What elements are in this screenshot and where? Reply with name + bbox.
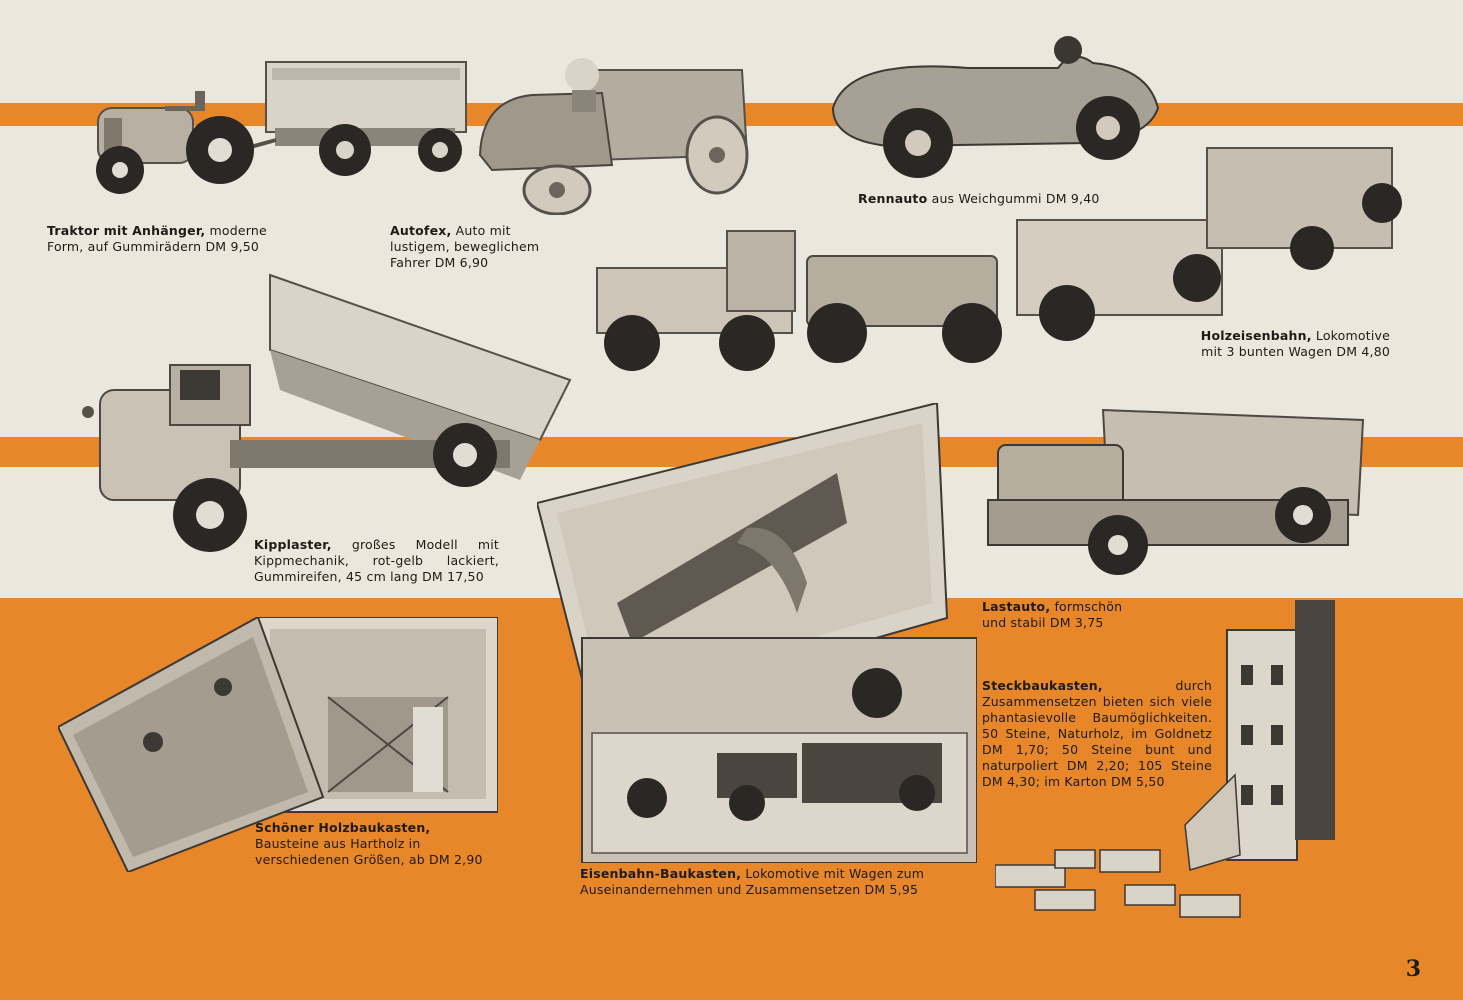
caption-eisenbahnbaukasten-text: Lokomotive mit Wagen zum Auseinandernehm… xyxy=(580,866,925,897)
wooden-train-photo xyxy=(592,128,1412,378)
caption-rennauto-name: Rennauto xyxy=(858,191,928,206)
caption-autofex-name: Autofex, xyxy=(390,223,452,238)
wooden-block-set-photo xyxy=(58,617,498,872)
caption-steckbaukasten-name: Steckbaukasten, xyxy=(982,678,1103,693)
page-number: 3 xyxy=(1405,956,1421,982)
caption-traktor-name: Traktor mit Anhänger, xyxy=(47,223,206,238)
caption-eisenbahnbaukasten-name: Eisenbahn-Baukasten, xyxy=(580,866,742,881)
caption-autofex-text: Auto mit lustigem, beweglichem Fahrer DM… xyxy=(390,223,540,270)
caption-holzbaukasten-text: Bausteine aus Hartholz in verschiedenen … xyxy=(255,836,483,867)
racing-car-photo xyxy=(828,28,1163,188)
caption-holzbaukasten-name: Schöner Holzbaukasten, xyxy=(255,820,431,835)
caption-traktor: Traktor mit Anhänger, moderne Form, auf … xyxy=(47,223,297,255)
dump-truck-photo xyxy=(80,270,575,555)
caption-kipplaster-text: großes Modell mit Kippmechanik, rot-gelb… xyxy=(254,537,499,584)
caption-autofex: Autofex, Auto mit lustigem, beweglichem … xyxy=(390,223,570,271)
caption-lastauto: Lastauto, formschön und stabil DM 3,75 xyxy=(982,599,1142,631)
autofex-car-photo xyxy=(472,45,757,215)
caption-steckbaukasten: Steckbaukasten, durch Zusammensetzen bie… xyxy=(982,678,1212,790)
tractor-with-trailer-photo xyxy=(80,58,480,208)
caption-holzbaukasten: Schöner Holzbaukasten, Bausteine aus Har… xyxy=(255,820,485,868)
caption-holzeisenbahn-text: Lokomotive mit 3 bunten Wagen DM 4,80 xyxy=(1201,328,1390,359)
caption-steckbaukasten-text: durch Zusammensetzen bieten sich viele p… xyxy=(982,678,1212,789)
caption-holzeisenbahn: Holzeisenbahn, Lokomotive mit 3 bunten W… xyxy=(1180,328,1390,360)
caption-kipplaster-name: Kipplaster, xyxy=(254,537,332,552)
caption-eisenbahnbaukasten: Eisenbahn-Baukasten, Lokomotive mit Wage… xyxy=(580,866,950,898)
stacking-blocks-tower-photo xyxy=(995,595,1355,930)
caption-rennauto-text: aus Weichgummi DM 9,40 xyxy=(927,191,1100,206)
caption-traktor-text: moderne Form, auf Gummirädern DM 9,50 xyxy=(47,223,267,254)
caption-lastauto-name: Lastauto, xyxy=(982,599,1051,614)
caption-rennauto: Rennauto aus Weichgummi DM 9,40 xyxy=(858,191,1158,207)
caption-holzeisenbahn-name: Holzeisenbahn, xyxy=(1200,328,1312,343)
caption-kipplaster: Kipplaster, großes Modell mit Kippmechan… xyxy=(254,537,499,585)
caption-lastauto-text: formschön und stabil DM 3,75 xyxy=(982,599,1123,630)
lorry-photo xyxy=(983,405,1368,575)
train-building-kit-photo xyxy=(537,403,977,863)
